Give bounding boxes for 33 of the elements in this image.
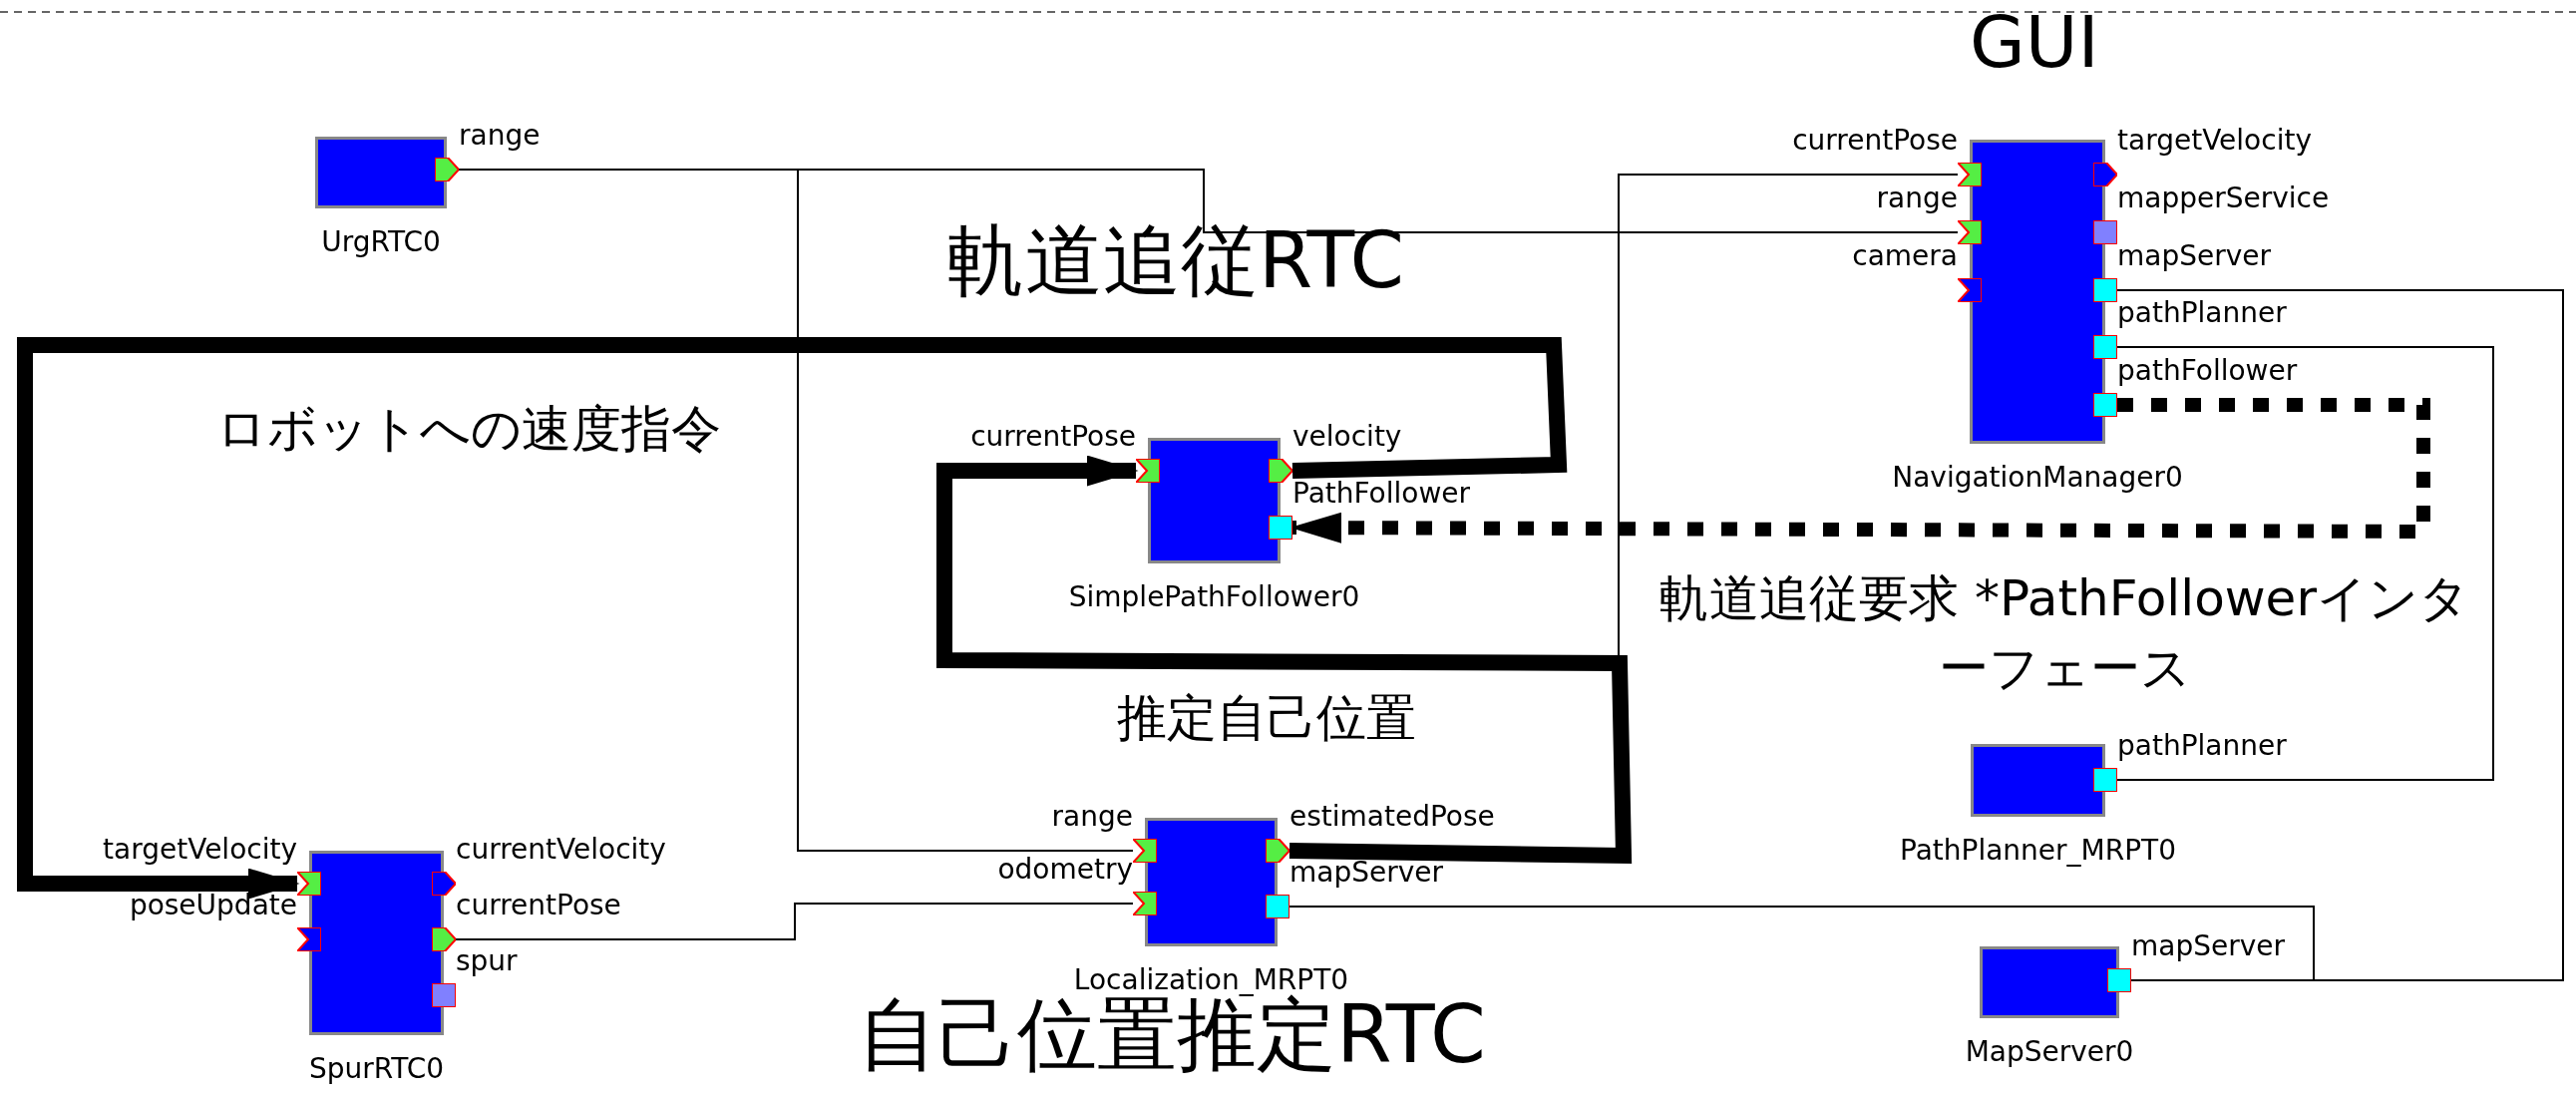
port-name: currentVelocity (456, 834, 666, 868)
port-name: estimatedPose (1289, 801, 1495, 835)
port-name: pathPlanner (2117, 730, 2287, 764)
connector-line (455, 903, 1134, 940)
port-name: pathFollower (2117, 355, 2298, 389)
port-name: poseUpdate (129, 890, 297, 923)
port-name: velocity (1292, 421, 1402, 455)
arrow (17, 337, 1568, 900)
port-name: mapServer (2131, 930, 2286, 964)
component-name: UrgRTC0 (321, 226, 441, 258)
port-name: targetVelocity (2117, 125, 2312, 159)
port-name: range (459, 120, 541, 154)
port-name: odometry (997, 854, 1133, 888)
component-name: NavigationManager0 (1892, 462, 2183, 494)
component-name: SimplePathFollower0 (1068, 581, 1360, 613)
arrow (936, 455, 1633, 865)
port-name: pathPlanner (2117, 297, 2287, 331)
group-label: GUI (1970, 0, 2099, 84)
port-name: PathFollower (1292, 478, 1471, 512)
port-name: mapperService (2117, 183, 2330, 216)
component-name: PathPlanner_MRPT0 (1900, 835, 2176, 867)
port-name: range (1051, 801, 1133, 835)
port-name: currentPose (1792, 125, 1958, 159)
port-name: currentPose (456, 890, 621, 923)
port-name: mapServer (1289, 857, 1444, 891)
port-name: range (1876, 183, 1958, 216)
port-name: mapServer (2117, 240, 2272, 274)
port-name: targetVelocity (103, 834, 297, 868)
port-name: spur (456, 945, 518, 979)
port-name: camera (1852, 240, 1958, 274)
port-name: currentPose (970, 421, 1136, 455)
component-name: SpurRTC0 (308, 1053, 445, 1085)
component-name: MapServer0 (1965, 1036, 2134, 1068)
